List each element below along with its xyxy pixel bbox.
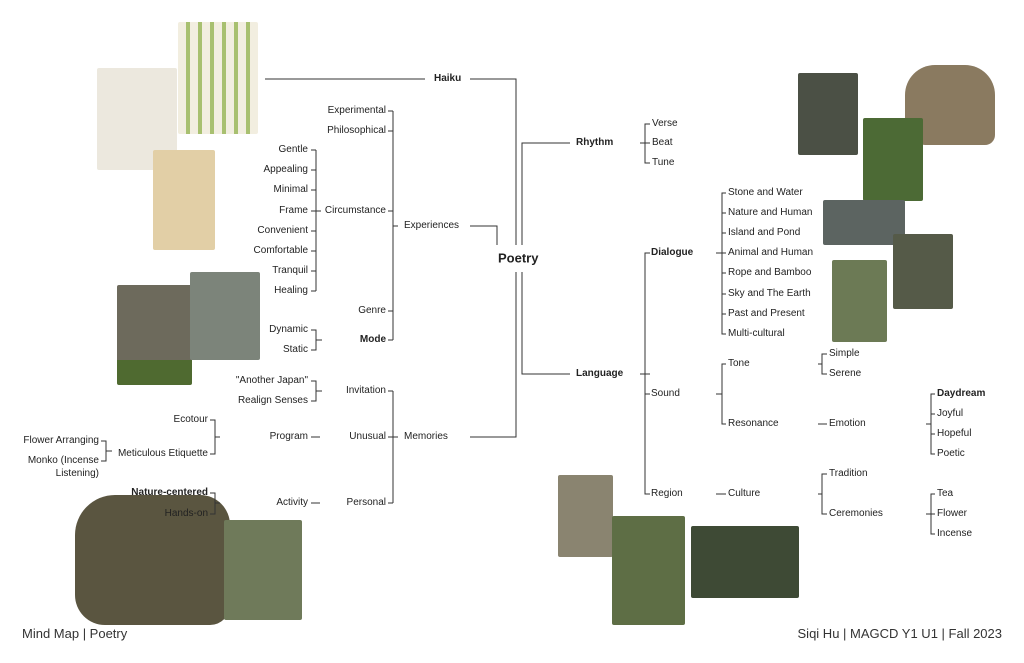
node-nature-centered: Nature-centered bbox=[131, 487, 208, 498]
berries-illustration bbox=[178, 22, 258, 134]
node-monko-cont: Listening) bbox=[55, 468, 99, 479]
node-memories: Memories bbox=[404, 431, 448, 442]
node-incense: Incense bbox=[937, 528, 973, 539]
node-simple: Simple bbox=[829, 348, 860, 359]
node-frame: Frame bbox=[279, 205, 308, 216]
footer-title: Mind Map | Poetry bbox=[22, 626, 128, 641]
node-activity: Activity bbox=[276, 497, 308, 508]
rope-fence-photo bbox=[832, 260, 887, 342]
node-monko: Monko (Incense bbox=[27, 455, 99, 466]
node-animal-and-human: Animal and Human bbox=[728, 247, 814, 258]
node-hopeful: Hopeful bbox=[937, 428, 972, 439]
node-language: Language bbox=[576, 368, 624, 379]
node-circumstance: Circumstance bbox=[324, 205, 386, 216]
node-ecotour: Ecotour bbox=[173, 414, 208, 425]
node-island-and-pond: Island and Pond bbox=[728, 227, 801, 238]
node-invitation: Invitation bbox=[345, 385, 386, 396]
pond-photo bbox=[190, 272, 260, 360]
node-haiku: Haiku bbox=[434, 73, 462, 84]
node-genre: Genre bbox=[358, 305, 386, 316]
node-minimal: Minimal bbox=[273, 184, 308, 195]
node-appealing: Appealing bbox=[263, 164, 308, 175]
waterfall-photo bbox=[798, 73, 858, 155]
footer-credit: Siqi Hu | MAGCD Y1 U1 | Fall 2023 bbox=[797, 626, 1002, 641]
node-realign-senses: Realign Senses bbox=[237, 395, 308, 406]
person-bending-photo bbox=[224, 520, 302, 620]
node-beat: Beat bbox=[652, 137, 673, 148]
node-rhythm: Rhythm bbox=[576, 137, 614, 148]
node-mode: Mode bbox=[359, 334, 386, 345]
root-node-poetry: Poetry bbox=[498, 250, 539, 266]
node-flower: Flower bbox=[937, 508, 968, 519]
node-emotion: Emotion bbox=[829, 418, 866, 429]
node-serene: Serene bbox=[829, 368, 862, 379]
node-region: Region bbox=[651, 488, 683, 499]
node-ceremonies: Ceremonies bbox=[829, 508, 883, 519]
node-philosophical: Philosophical bbox=[327, 125, 386, 136]
node-unusual: Unusual bbox=[349, 431, 386, 442]
node-meticulous-etiquette: Meticulous Etiquette bbox=[117, 448, 208, 459]
node-nature-and-human: Nature and Human bbox=[728, 207, 813, 218]
rock-photo bbox=[117, 285, 192, 385]
sitting-person-photo bbox=[893, 234, 953, 309]
swirl-rock-photo bbox=[823, 200, 905, 245]
node-verse: Verse bbox=[652, 118, 678, 129]
node-experiences: Experiences bbox=[404, 220, 460, 231]
stone-garden-photo bbox=[612, 516, 685, 625]
node-sky-and-earth: Sky and The Earth bbox=[728, 288, 811, 299]
node-sound: Sound bbox=[651, 388, 680, 399]
node-tradition: Tradition bbox=[829, 468, 868, 479]
node-personal: Personal bbox=[346, 497, 386, 508]
stone-monument-photo bbox=[558, 475, 613, 557]
node-joyful: Joyful bbox=[937, 408, 964, 419]
garden-photo bbox=[863, 118, 923, 201]
walker-dogs-photo bbox=[75, 495, 230, 625]
node-past-and-present: Past and Present bbox=[728, 308, 805, 319]
plaque-photo bbox=[691, 526, 799, 598]
node-experimental: Experimental bbox=[327, 105, 386, 116]
node-multi-cultural: Multi-cultural bbox=[728, 328, 785, 339]
node-program: Program bbox=[269, 431, 308, 442]
node-culture: Culture bbox=[728, 488, 761, 499]
node-tea: Tea bbox=[937, 488, 954, 499]
node-hands-on: Hands-on bbox=[164, 508, 208, 519]
node-convenient: Convenient bbox=[257, 225, 308, 236]
node-stone-and-water: Stone and Water bbox=[728, 187, 803, 198]
node-healing: Healing bbox=[274, 285, 308, 296]
node-dialogue: Dialogue bbox=[651, 247, 694, 258]
letter-photo bbox=[153, 150, 215, 250]
node-tranquil: Tranquil bbox=[272, 265, 308, 276]
node-resonance: Resonance bbox=[728, 418, 779, 429]
node-dynamic: Dynamic bbox=[269, 324, 308, 335]
node-daydream: Daydream bbox=[937, 388, 986, 399]
node-another-japan: "Another Japan" bbox=[235, 375, 308, 386]
node-poetic: Poetic bbox=[937, 448, 965, 459]
node-static: Static bbox=[282, 344, 308, 355]
node-tune: Tune bbox=[652, 157, 675, 168]
node-tone: Tone bbox=[728, 358, 750, 369]
node-flower-arranging: Flower Arranging bbox=[23, 435, 99, 446]
node-comfortable: Comfortable bbox=[253, 245, 308, 256]
node-gentle: Gentle bbox=[278, 144, 308, 155]
node-rope-and-bamboo: Rope and Bamboo bbox=[728, 267, 812, 278]
